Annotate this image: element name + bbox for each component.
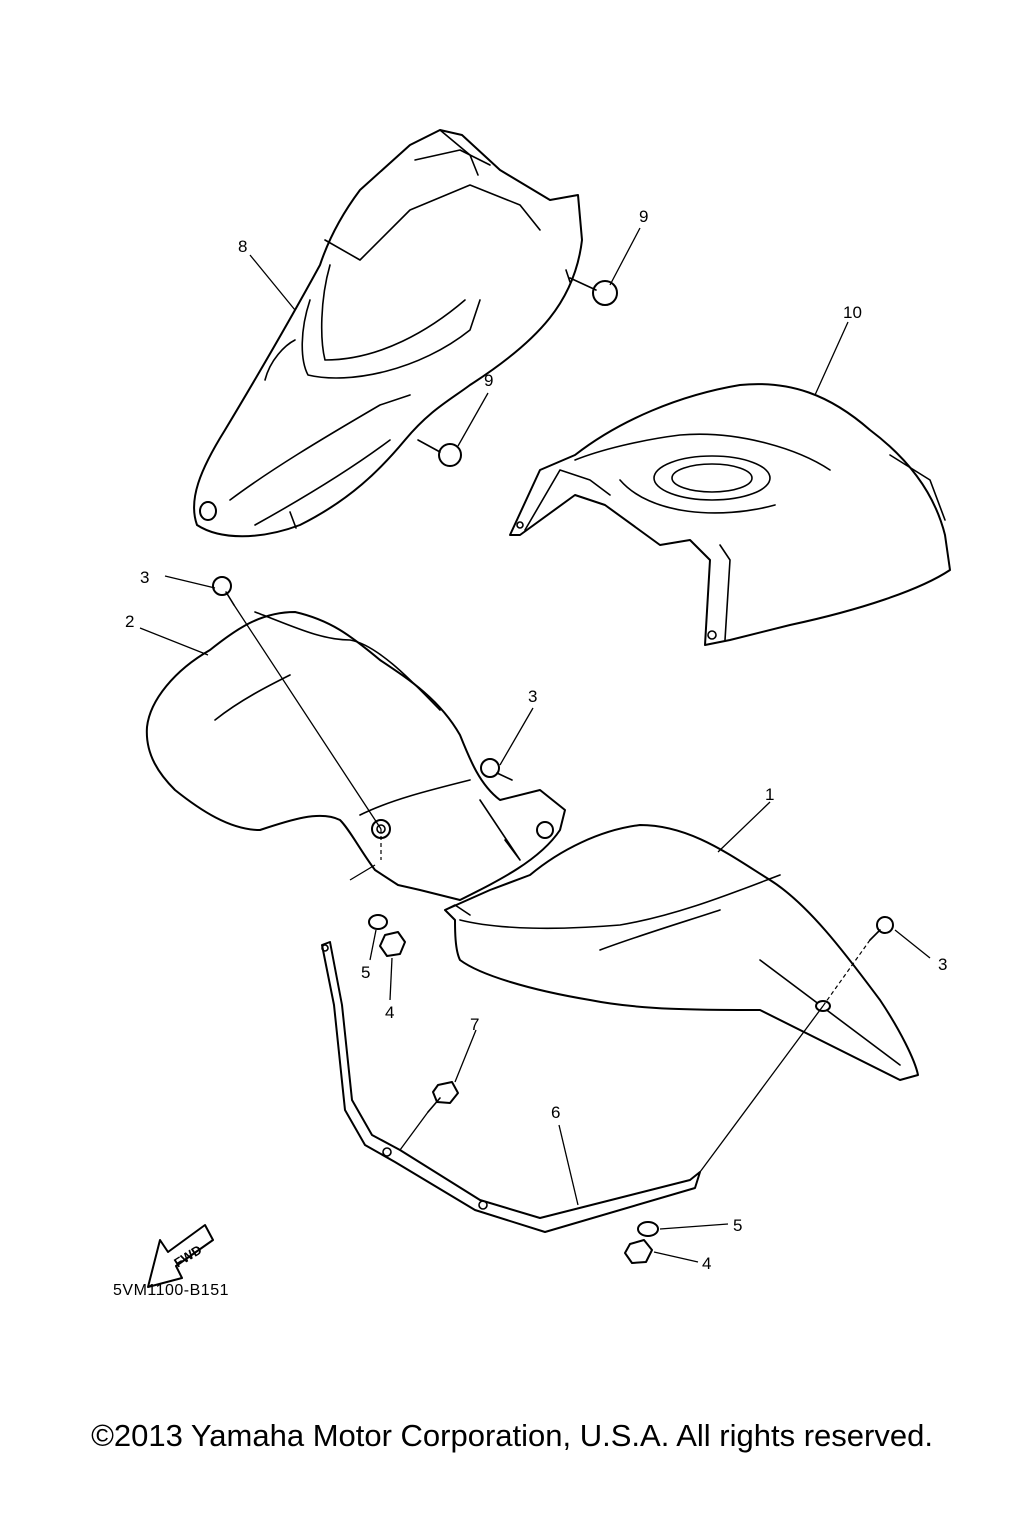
callout-9-lower: 9	[484, 371, 493, 390]
screw-3-right[interactable]	[869, 916, 894, 941]
part-8-front-cover[interactable]	[193, 129, 583, 538]
screw-3-upper[interactable]	[212, 576, 235, 606]
washer-5-left[interactable]	[368, 914, 388, 930]
fwd-arrow-icon: FWD	[147, 1224, 214, 1288]
callout-labels: 8 9 10 9 3 2 3 1 3 5 4 7 6 5 4	[125, 207, 947, 1273]
callout-3-right: 3	[938, 955, 947, 974]
callout-leaders	[139, 227, 931, 1263]
callout-3-upper: 3	[140, 568, 149, 587]
callout-5-left: 5	[361, 963, 370, 982]
callout-2: 2	[125, 612, 134, 631]
callout-7: 7	[470, 1015, 479, 1034]
bolt-7[interactable]	[427, 1081, 459, 1113]
callout-4-right: 4	[702, 1254, 711, 1273]
part-2-front-fender[interactable]	[145, 611, 566, 901]
callout-10: 10	[843, 303, 862, 322]
part-10-tank-cover[interactable]	[509, 383, 951, 646]
callout-9-upper: 9	[639, 207, 648, 226]
nut-4-left[interactable]	[379, 931, 406, 957]
diagram-code: 5VM1100-B151	[113, 1282, 229, 1299]
copyright-notice: ©2013 Yamaha Motor Corporation, U.S.A. A…	[91, 1418, 933, 1453]
nut-4-right[interactable]	[624, 1239, 653, 1264]
part-1-rear-fender[interactable]	[444, 824, 919, 1081]
callout-4-left: 4	[385, 1003, 394, 1022]
screw-3-middle[interactable]	[480, 758, 513, 781]
callout-6: 6	[551, 1103, 560, 1122]
screw-9-lower[interactable]	[417, 439, 462, 467]
screw-9-upper[interactable]	[565, 269, 618, 306]
callout-3-middle: 3	[528, 687, 537, 706]
parts-diagram: 8 9 10 9 3 2 3 1 3 5 4 7 6 5 4 FWD	[125, 129, 951, 1288]
washer-5-right[interactable]	[637, 1221, 659, 1237]
assembly-lines	[233, 604, 871, 1173]
callout-1: 1	[765, 785, 774, 804]
callout-8: 8	[238, 237, 247, 256]
part-6-stay[interactable]	[321, 941, 701, 1233]
callout-5-right: 5	[733, 1216, 742, 1235]
